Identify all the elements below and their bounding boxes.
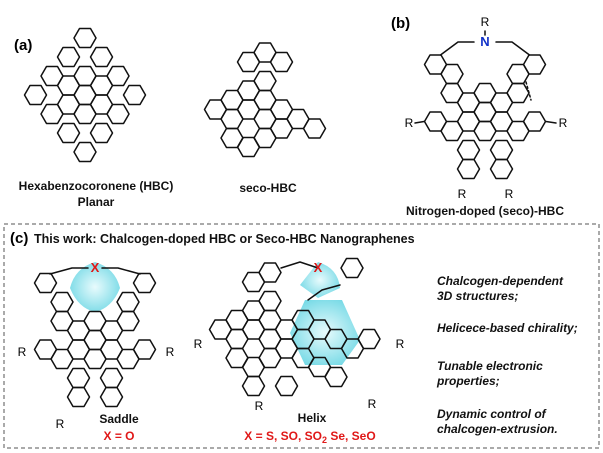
left-substituent: R <box>405 116 414 130</box>
saddle-molecule <box>33 262 157 408</box>
hbc-planar-caption: Planar <box>78 195 115 209</box>
nitrogen-atom: N <box>480 34 489 49</box>
feature-1-line-1: Chalcogen-dependent <box>437 274 564 288</box>
helix-molecule <box>208 257 381 397</box>
helix-bottom-left-substituent: R <box>255 399 264 413</box>
saddle-left-substituent: R <box>18 345 27 359</box>
left-r-bond <box>414 120 425 124</box>
seco-hbc-caption: seco-HBC <box>239 181 297 195</box>
helix-left-substituent: R <box>194 337 203 351</box>
n-doped-caption: Nitrogen-doped (seco)-HBC <box>406 204 564 218</box>
saddle-chalcogen-atom: X <box>91 260 100 275</box>
hbc-molecule <box>23 27 147 163</box>
helix-chalcogen-atom: X <box>314 260 323 275</box>
bottom-left-substituent: R <box>458 187 467 201</box>
n-doped-hbc-molecule <box>423 41 547 180</box>
hbc-caption: Hexabenzocoronene (HBC) <box>19 179 174 193</box>
saddle-atom-list: X = O <box>103 429 134 443</box>
helix-bottom-right-substituent: R <box>368 397 377 411</box>
feature-3-line-1: Tunable electronic <box>437 359 543 373</box>
helix-atom-list: X = S, SO, SO2 Se, SeO <box>244 429 375 445</box>
right-substituent: R <box>559 116 568 130</box>
feature-1-line-2: 3D structures; <box>437 289 518 303</box>
panel-b-label: (b) <box>391 15 410 32</box>
hbc-inner-rings <box>56 65 114 125</box>
panel-c-label: (c) <box>10 230 28 247</box>
saddle-bottom-substituent: R <box>56 417 65 431</box>
panel-c-header: This work: Chalcogen-doped HBC or Seco-H… <box>34 232 415 246</box>
hbc-outer-benzo-rings <box>23 27 147 163</box>
saddle-label: Saddle <box>99 412 139 426</box>
feature-2-line-1: Helicece-based chirality; <box>437 321 578 335</box>
feature-4-line-2: chalcogen-extrusion. <box>437 422 558 436</box>
panel-c-border <box>3 223 600 449</box>
seco-hbc-molecule <box>203 42 327 158</box>
right-r-bond <box>545 120 557 124</box>
panel-a-label: (a) <box>14 37 32 54</box>
feature-3-line-2: properties; <box>436 374 500 388</box>
helix-right-substituent: R <box>396 337 405 351</box>
helix-label: Helix <box>298 411 327 425</box>
feature-4-line-1: Dynamic control of <box>437 407 547 421</box>
feature-list: Chalcogen-dependent 3D structures; Helic… <box>436 274 578 436</box>
saddle-right-substituent: R <box>166 345 175 359</box>
n-substituent: R <box>481 15 490 29</box>
bottom-right-substituent: R <box>505 187 514 201</box>
